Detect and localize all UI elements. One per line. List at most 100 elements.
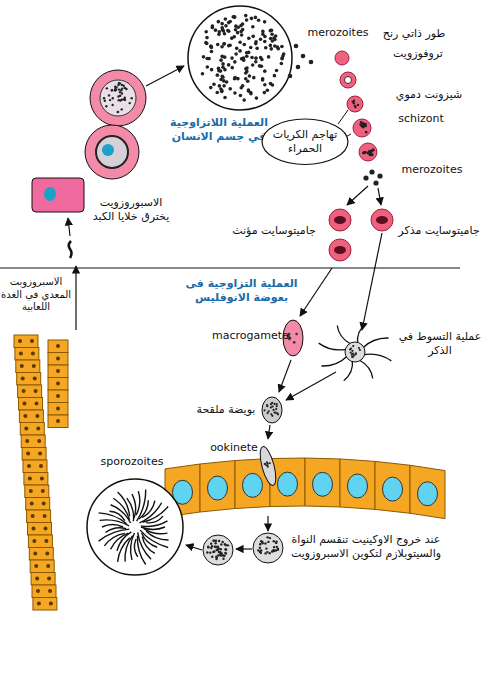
nucleus-dot [109, 99, 111, 101]
stage-label: merozoites [303, 26, 373, 40]
gland-nucleus [29, 489, 33, 493]
gametocyte [329, 239, 351, 261]
nucleus-dot [108, 94, 110, 96]
nucleus-dot [217, 20, 221, 24]
nucleus-dot [220, 45, 224, 49]
nucleus-dot [210, 68, 214, 72]
nucleus-dot [277, 413, 279, 415]
nucleus-dot [267, 55, 271, 59]
nucleus-dot [263, 20, 267, 24]
nucleus-dot [230, 66, 234, 70]
stage-label: جاميتوسايت مذكر [396, 224, 482, 238]
gland-nucleus [30, 339, 34, 343]
stage-label: عند خروج الاوكينيت تنقسم النواة والسيتوب… [288, 533, 444, 561]
nucleus-dot [370, 153, 373, 156]
nucleus-dot [117, 111, 119, 113]
nucleus-dot [293, 341, 296, 344]
nucleus-dot [241, 22, 245, 26]
nucleus-dot [233, 60, 237, 64]
stage-label: جاميتوسايت مؤنث [226, 224, 322, 238]
nucleus-dot [259, 547, 261, 549]
nucleus-dot [239, 94, 243, 98]
gut-cell [340, 459, 375, 509]
gland-cell [25, 485, 49, 498]
nucleus-dot [206, 551, 208, 553]
nucleus-dot [245, 70, 249, 74]
nucleus-dot [257, 18, 261, 22]
ring-stage [340, 72, 356, 88]
nucleus-dot [215, 558, 217, 560]
nucleus-dot [260, 552, 262, 554]
nucleus-dot [266, 551, 268, 553]
flagellum [344, 361, 353, 381]
nucleus-dot [269, 44, 273, 48]
gland-cell [21, 435, 45, 448]
nucleus-dot [249, 46, 253, 50]
nucleus-dot [220, 89, 224, 93]
gland-nucleus [25, 439, 29, 443]
gland-nucleus [32, 364, 36, 368]
nucleus-dot [214, 28, 218, 32]
gland-cell [48, 340, 68, 353]
stage-label: merozoites [398, 163, 466, 177]
nucleus-dot [245, 18, 249, 22]
nucleus-dot [259, 37, 263, 41]
gland-nucleus [35, 402, 39, 406]
nucleus-dot [121, 92, 123, 94]
nucleus-dot [289, 337, 292, 340]
stage-label: الاسبوروزويت يخترق خلايا الكبد [85, 196, 177, 224]
sporozoite [141, 521, 168, 527]
nucleus-dot [129, 102, 131, 104]
nucleus-dot [202, 55, 206, 59]
nucleus-dot [220, 543, 222, 545]
arrow [378, 188, 381, 205]
gland-cell [29, 548, 53, 561]
gland-cell [14, 335, 38, 348]
gland-cell [48, 403, 68, 416]
gland-nucleus [20, 364, 24, 368]
nucleus-dot [216, 549, 218, 551]
stage-label: الاسبروزويت المعدي في الغدة اللعابية [0, 276, 72, 314]
nucleus-dot [103, 97, 105, 99]
stage-label: ookinete [205, 441, 263, 455]
gland-nucleus [44, 539, 48, 543]
nucleus-dot [352, 356, 354, 358]
nucleus-dot [212, 551, 214, 553]
gland-nucleus [46, 564, 50, 568]
nucleus-dot [263, 83, 267, 87]
nucleus-dot [364, 151, 367, 154]
gland-cell [48, 365, 68, 378]
gland-cell [48, 353, 68, 366]
nucleus-dot [216, 549, 218, 551]
nucleus-dot [213, 540, 215, 542]
nucleus-dot [201, 72, 205, 76]
trophozoite [347, 96, 363, 112]
nucleus-dot [267, 462, 269, 464]
nucleus-dot [272, 36, 276, 40]
nucleus-dot [349, 348, 351, 350]
nucleus-dot [228, 87, 232, 91]
nucleus-dot [358, 347, 360, 349]
stage-heading: العملية اللاتزاوجية في جسم الانسان [165, 116, 273, 144]
gametocyte [329, 209, 351, 231]
nucleus-dot [117, 95, 119, 97]
gland-nucleus [38, 452, 42, 456]
nucleus-dot [288, 336, 291, 339]
nucleus-dot [266, 536, 268, 538]
nucleus-dot [240, 33, 244, 37]
flagellum [364, 354, 392, 361]
nucleus-dot [269, 537, 271, 539]
nucleus-dot [205, 36, 209, 40]
nucleus-dot [261, 542, 263, 544]
gland-cell [28, 523, 52, 536]
nucleus-dot [118, 82, 120, 84]
gametocyte-body [376, 216, 388, 224]
gland-cell [23, 460, 47, 473]
liver-schizont [100, 80, 136, 116]
stage-label: تروفوزويت [380, 47, 456, 61]
merozoite [377, 173, 382, 178]
gland-nucleus [56, 407, 60, 411]
nucleus-dot [211, 545, 213, 547]
gland-nucleus [43, 514, 47, 518]
nucleus-dot [288, 333, 291, 336]
